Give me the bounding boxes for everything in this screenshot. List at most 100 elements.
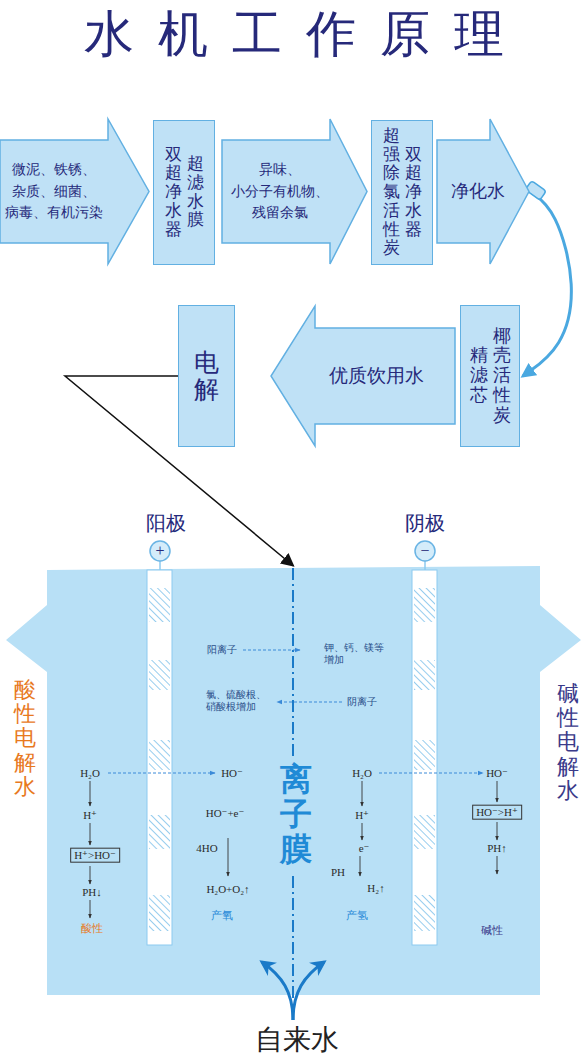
cathode-terminal: [415, 541, 435, 561]
node-text: 微泥、铁锈、 杂质、细菌、 病毒、有机污染: [2, 159, 106, 224]
node-text: 净化水: [451, 180, 505, 203]
membrane-label: 离子膜: [277, 758, 315, 872]
hatch-patch: [149, 815, 170, 849]
terminal-wire: [424, 561, 426, 570]
formula: H⁺: [83, 809, 97, 822]
hatch-patch: [149, 895, 170, 931]
formula: 4HO: [196, 842, 217, 855]
arrow-outline: [222, 119, 367, 264]
formula-boxed: HO⁻>H⁺: [472, 805, 522, 820]
step-arrow: [228, 838, 229, 876]
ion-note: 钾、钙、镁等 增加: [324, 642, 388, 665]
cathode-plate: [412, 570, 437, 945]
vertical-text: 双超净水器: [165, 146, 182, 239]
formula: PH↓: [82, 886, 102, 899]
formula: H₂O+O₂↑: [206, 883, 249, 896]
hatch-patch: [414, 588, 435, 622]
hatch-patch: [149, 740, 170, 770]
diagram-title: 水机工作原理: [60, 4, 528, 64]
vertical-text: 超强除氯活性炭: [383, 127, 400, 258]
step-arrow: [90, 900, 91, 918]
anode-terminal: [150, 541, 170, 561]
step-arrow: [90, 823, 91, 845]
formula: H₂↑: [367, 882, 384, 895]
formula: PH↑: [487, 842, 507, 855]
vertical-text: 双超净水器: [405, 146, 422, 239]
step-arrow: [362, 823, 363, 840]
electrode-name: 阴极: [405, 512, 445, 535]
reaction-arrow: [379, 773, 483, 774]
step-arrow: [360, 856, 361, 876]
result-label: 酸性: [81, 922, 103, 935]
filter-box: 精滤芯椰壳活性炭: [460, 305, 520, 447]
inlet-arrow-left: [262, 962, 293, 1020]
node-text: 优质饮用水: [329, 364, 424, 389]
vertical-text: 精滤芯: [470, 346, 488, 405]
process-arrow: 优质饮用水: [270, 305, 455, 447]
filter-box: 超强除氯活性炭双超净水器: [371, 120, 433, 265]
inlet-arrows: [262, 962, 324, 1020]
text-columns: 超强除氯活性炭双超净水器: [372, 121, 432, 264]
step-arrow: [497, 781, 498, 802]
step-arrow: [90, 866, 91, 884]
hatch-patch: [414, 660, 435, 690]
step-arrow: [362, 781, 363, 806]
anion-arrow: [277, 702, 342, 703]
output-arrow: 净化水: [437, 118, 530, 265]
step-arrow: [90, 781, 91, 806]
filter-box: 双超净水器超滤水膜: [153, 120, 215, 265]
formula: e⁻: [359, 842, 370, 855]
cation-arrow: [243, 650, 300, 651]
ion-arrows: [108, 650, 483, 773]
result-label: 碱性: [481, 924, 503, 937]
outlet-label: 酸性电解水: [14, 678, 36, 799]
formula-boxed: H⁺>HO⁻: [70, 848, 120, 863]
anode-plate: [147, 570, 172, 945]
electrolysis-box: 电解: [178, 305, 235, 447]
hatch-patch: [149, 660, 170, 690]
formula: PH: [331, 866, 345, 879]
text-area: 异味、 小分子有机物、 残留余氯: [224, 118, 336, 265]
hatch-patch: [414, 740, 435, 770]
step-arrow: [497, 822, 498, 840]
vertical-text: 椰壳活性炭: [493, 327, 511, 426]
formula: H₂O: [352, 767, 372, 780]
hatch-patch: [149, 588, 170, 622]
electrolysis-tank: 离子膜: [47, 566, 540, 995]
process-arrow: 异味、 小分子有机物、 残留余氯: [222, 118, 368, 265]
text-area: 微泥、铁锈、 杂质、细菌、 病毒、有机污染: [2, 118, 106, 265]
ion-label: 阴离子: [347, 696, 377, 708]
electrode-name: 阳极: [146, 512, 186, 535]
ion-note: 氯、硫酸根、 硝酸根增加: [206, 689, 270, 712]
inlet-label: 自来水: [255, 1024, 339, 1056]
gas-label: 产氧: [211, 909, 233, 922]
vertical-text: 超滤水膜: [187, 155, 204, 230]
terminal-wire: [159, 561, 161, 570]
title-area: 水机工作原理: [0, 4, 587, 64]
flow-connector: [523, 192, 571, 377]
text-area: 优质饮用水: [300, 305, 453, 447]
hatch-patch: [414, 815, 435, 849]
text-columns: 双超净水器超滤水膜: [154, 121, 214, 264]
formula: H⁺: [355, 809, 369, 822]
text-columns: 精滤芯椰壳活性炭: [461, 306, 519, 446]
gas-label: 产氢: [346, 909, 368, 922]
vertical-text: 电解: [194, 349, 219, 404]
formula: HO⁻: [221, 767, 243, 780]
input-arrow: 微泥、铁锈、 杂质、细菌、 病毒、有机污染: [0, 118, 150, 265]
arrow-outline: [271, 306, 455, 446]
text-area: 净化水: [439, 118, 517, 265]
inlet-arrow-right: [293, 962, 324, 1020]
arrow-outline: [0, 119, 149, 264]
formula: HO⁻: [486, 767, 508, 780]
node-text: 异味、 小分子有机物、 残留余氯: [224, 159, 336, 224]
terminal-sign: −: [420, 542, 429, 560]
formula: H₂O: [80, 767, 100, 780]
arrow-outline: [437, 119, 529, 264]
text-columns: 电解: [179, 306, 234, 446]
step-arrow: [497, 856, 498, 874]
formula: HO⁻+e⁻: [206, 807, 245, 820]
hatch-patch: [414, 895, 435, 931]
outlet-label: 碱性电解水: [557, 682, 579, 803]
